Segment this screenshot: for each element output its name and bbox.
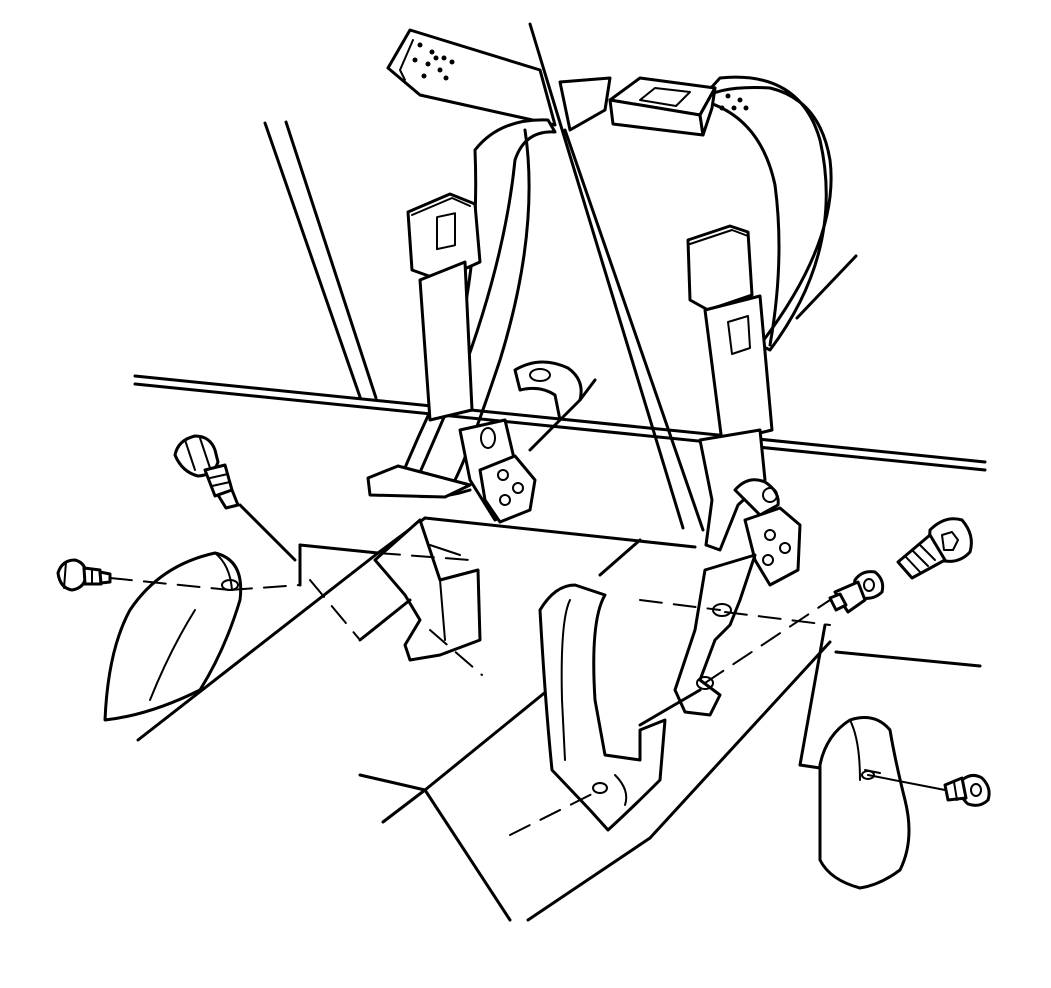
right-buckle-stalk <box>686 224 774 552</box>
left-trim-bracket <box>373 518 482 662</box>
center-trim-panel <box>538 583 667 832</box>
stitch-pattern-icon <box>719 93 749 111</box>
right-anchor-bracket <box>673 478 802 717</box>
seat-frame <box>133 22 987 922</box>
spacer-bushing <box>828 570 885 614</box>
right-cover-screw <box>943 773 991 807</box>
left-shoulder-bolt <box>173 434 240 510</box>
right-trim-cover <box>818 716 911 890</box>
right-anchor-bolt <box>896 517 973 580</box>
left-buckle-stalk <box>406 192 482 422</box>
left-anchor-bracket <box>366 360 597 524</box>
belt-buckle-latch <box>608 76 717 137</box>
stitch-pattern-icon <box>412 42 455 81</box>
left-cover-screw <box>56 558 112 592</box>
left-trim-cover <box>103 551 243 722</box>
assembly-guide-lines <box>109 503 946 836</box>
